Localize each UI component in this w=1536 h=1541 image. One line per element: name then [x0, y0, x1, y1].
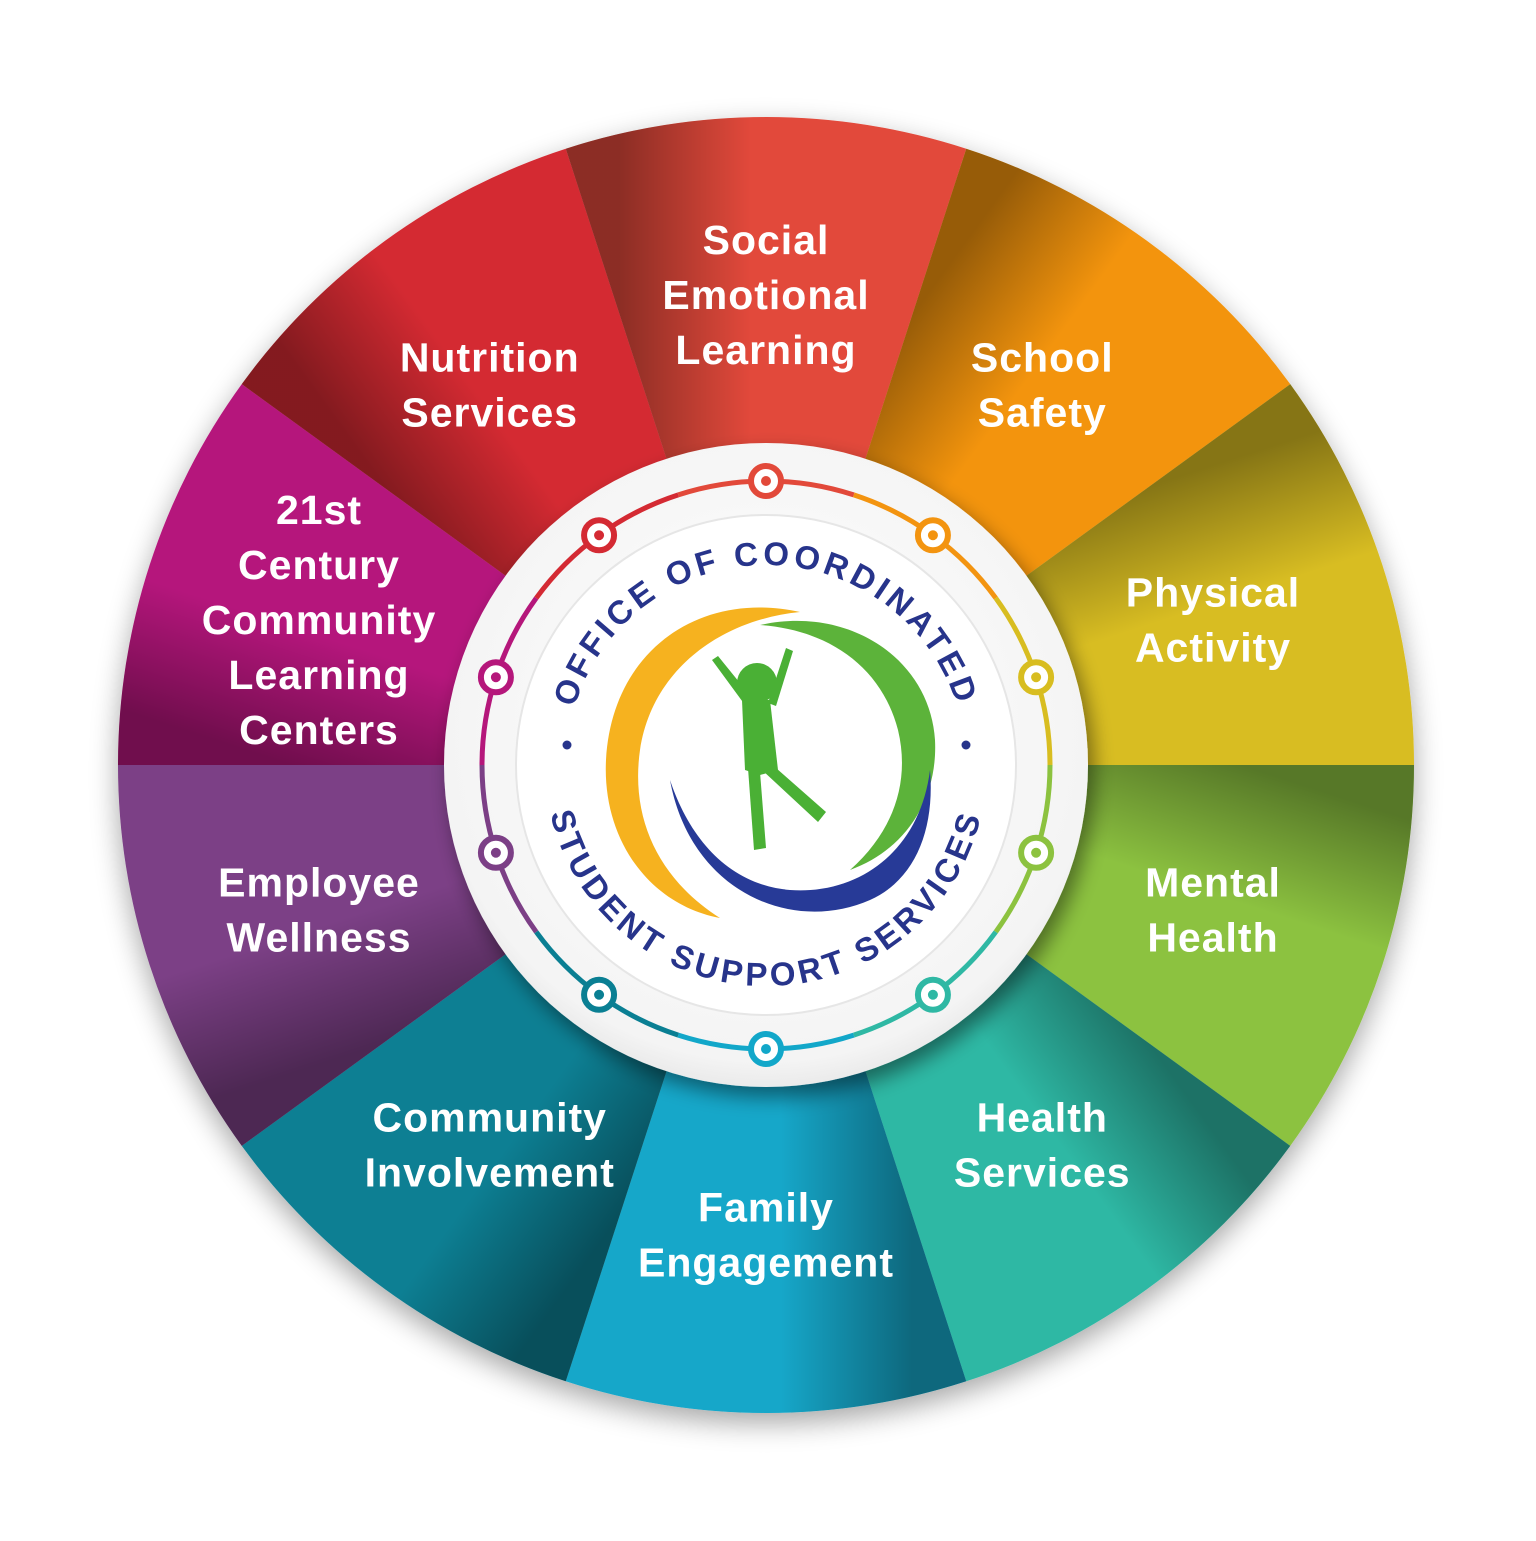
child-figure — [712, 648, 826, 850]
label-line: School — [971, 334, 1114, 380]
segment-shade-nutrition-services — [241, 148, 674, 589]
label-line: Nutrition — [400, 334, 580, 380]
label-line: Family — [698, 1185, 834, 1231]
label-line: Wellness — [227, 915, 412, 961]
ring-node-dot — [927, 989, 938, 1000]
segment-shade-mental-health — [1008, 765, 1414, 1146]
label-line: Services — [954, 1150, 1131, 1196]
label-line: Mental — [1145, 860, 1281, 906]
segment-shading-layer — [118, 117, 1414, 1413]
green-swoosh — [760, 620, 936, 870]
segment-shade-21st-century-community-learning-centers — [118, 384, 524, 765]
ring-node-dot — [761, 1044, 771, 1054]
color-ring — [477, 463, 1055, 1067]
ring-node-dot — [1031, 672, 1042, 683]
label-line: Engagement — [638, 1240, 894, 1286]
logo-swooshes — [605, 607, 936, 918]
segment-shade-school-safety — [858, 148, 1291, 589]
ring-node-dot — [1031, 847, 1042, 858]
ring-node-dot — [490, 672, 501, 683]
label-line: Involvement — [365, 1150, 615, 1196]
yellow-swoosh — [605, 607, 800, 918]
segment-shade-employee-wellness — [118, 765, 524, 1146]
label-line: Learning — [228, 652, 409, 698]
logo-dot-right — [961, 740, 971, 750]
label-line: Centers — [239, 707, 399, 753]
logo-dot-left — [562, 740, 572, 750]
label-line: Social — [703, 217, 830, 263]
label-line: Learning — [675, 327, 856, 373]
segment-shade-health-services — [858, 941, 1291, 1382]
label-line: Services — [401, 389, 578, 435]
segment-shade-physical-activity — [1008, 384, 1414, 765]
label-line: Community — [202, 597, 437, 643]
label-line: Employee — [218, 860, 420, 906]
label-line: Health — [977, 1095, 1108, 1141]
ring-node-dot — [927, 530, 938, 541]
segment-shade-community-involvement — [241, 941, 674, 1382]
center-badge: OFFICE OF COORDINATED STUDENT SUPPORT SE… — [444, 443, 1088, 1087]
ring-node-dot — [761, 476, 771, 486]
segment-shade-family-engagement — [565, 1050, 967, 1413]
label-line: Health — [1147, 915, 1278, 961]
label-line: Activity — [1135, 624, 1291, 670]
label-line: Community — [372, 1095, 607, 1141]
ring-node-dot — [490, 847, 501, 858]
label-line: Safety — [978, 389, 1107, 435]
label-line: Emotional — [662, 272, 869, 318]
label-line: Physical — [1126, 569, 1300, 615]
segment-shade-social-emotional-learning — [565, 117, 967, 480]
ring-node-dot — [594, 989, 605, 1000]
label-line: Century — [238, 542, 400, 588]
ring-node-dot — [594, 530, 605, 541]
label-line: 21st — [276, 487, 362, 533]
blue-swoosh — [670, 770, 931, 912]
